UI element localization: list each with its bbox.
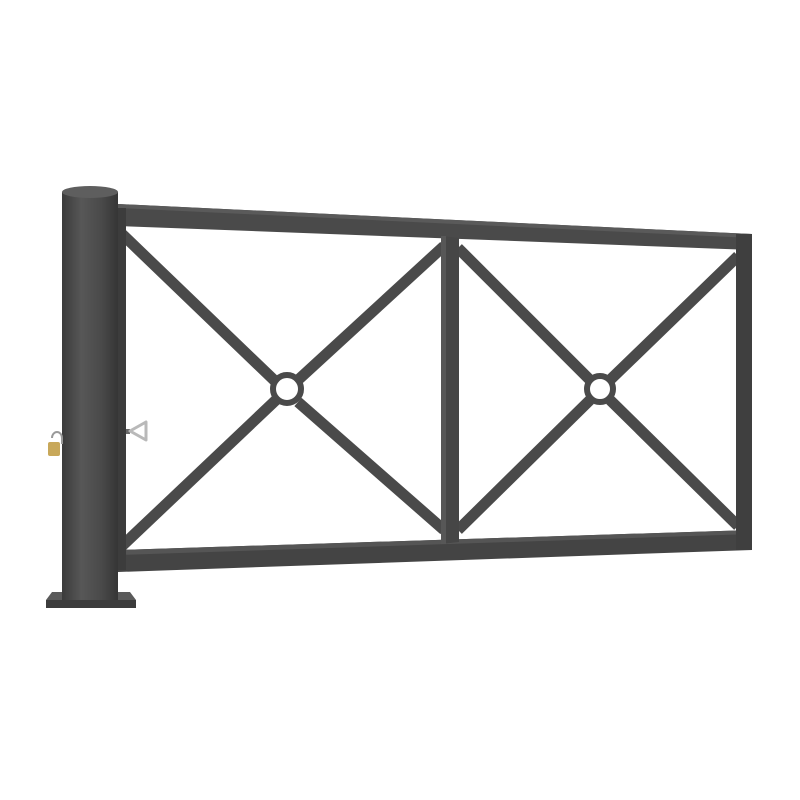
post [62, 186, 118, 600]
left-ring [270, 372, 304, 406]
right-cross-brace [454, 244, 742, 534]
center-bar [441, 236, 459, 544]
padlock-icon [48, 431, 63, 456]
left-cross-brace [118, 230, 448, 550]
frame [118, 204, 752, 572]
right-ring [584, 373, 616, 405]
